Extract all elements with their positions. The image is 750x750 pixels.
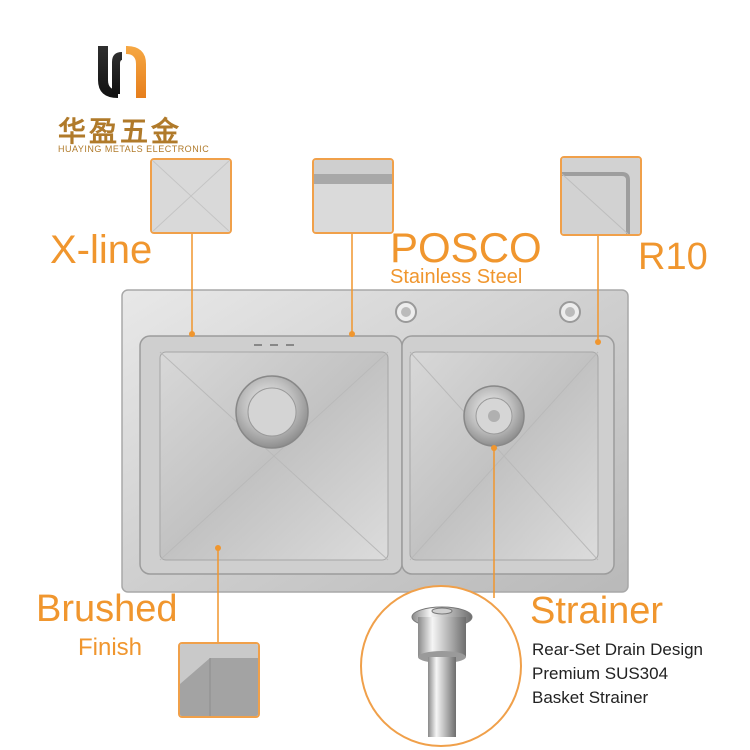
posco-detail-image — [312, 158, 394, 234]
brand-name-english: HUAYING METALS ELECTRONIC — [58, 144, 210, 154]
finish-label: Finish — [78, 634, 143, 661]
strainer-spec-line: Basket Strainer — [532, 688, 649, 707]
strainer-detail-image — [360, 585, 522, 747]
strainer-label: Strainer — [530, 590, 664, 632]
brushed-label: Brushed — [36, 588, 178, 630]
brushed-finish-detail-image — [178, 642, 260, 718]
brand-name-chinese: 华盈五金 — [58, 115, 183, 148]
posco-subtitle: Stainless Steel — [390, 266, 523, 288]
strainer-spec-line: Rear-Set Drain Design — [532, 640, 704, 659]
xline-label: X-line — [50, 228, 153, 272]
strainer-spec-line: Premium SUS304 — [532, 664, 669, 683]
xline-detail-image — [150, 158, 232, 234]
r10-detail-image — [560, 156, 642, 236]
posco-label: POSCO — [390, 224, 542, 271]
brand-logo-mark — [98, 46, 146, 98]
r10-label: R10 — [638, 236, 708, 278]
